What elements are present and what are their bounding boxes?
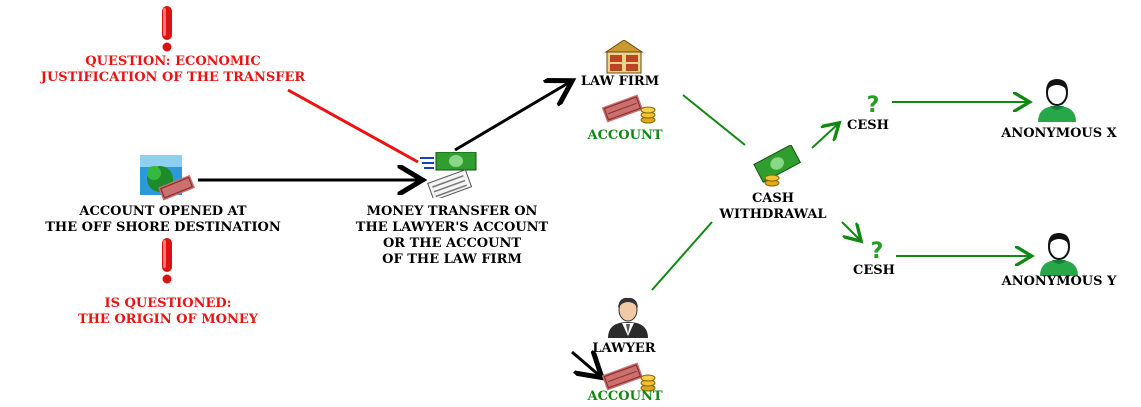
offshore-island-icon bbox=[140, 155, 195, 201]
question-economic-justification: QUESTION: ECONOMIC JUSTIFICATION OF THE … bbox=[40, 54, 306, 85]
cash-stack-icon bbox=[601, 362, 656, 392]
question-mark-icon: ? bbox=[871, 239, 884, 262]
exclamation-icon bbox=[162, 6, 172, 52]
arrow-cash-to-cesh-top bbox=[811, 124, 838, 149]
cash-withdrawal-label: CASH WITHDRAWAL bbox=[719, 191, 827, 222]
arrow-transfer-to-lawyer bbox=[571, 352, 600, 376]
question-mark-icon: ? bbox=[867, 93, 880, 116]
svg-text:?: ? bbox=[867, 93, 880, 116]
lawyer-account-label: ACCOUNT bbox=[587, 389, 663, 404]
money-transfer-label: MONEY TRANSFER ON THE LAWYER'S ACCOUNT O… bbox=[355, 204, 549, 267]
anonymous-x-label: ANONYMOUS X bbox=[1001, 126, 1117, 141]
banknote-coins-icon bbox=[753, 145, 802, 187]
arrow-cash-to-cesh-bottom bbox=[841, 221, 860, 240]
lawyer-person-icon bbox=[608, 297, 648, 338]
law-firm-account-label: ACCOUNT bbox=[587, 128, 663, 143]
lawyer-label: LAWYER bbox=[592, 341, 656, 356]
arrow-transfer-to-lawfirm bbox=[454, 82, 570, 152]
anonymous-person-icon bbox=[1040, 233, 1078, 276]
question-connector bbox=[287, 88, 419, 164]
account-opened-label: ACCOUNT OPENED AT THE OFF SHORE DESTINAT… bbox=[45, 204, 281, 235]
anonymous-y-label: ANONYMOUS Y bbox=[1001, 274, 1117, 289]
cash-stack-icon bbox=[601, 94, 656, 124]
lawyer-to-cash-connector bbox=[651, 221, 713, 291]
svg-text:?: ? bbox=[871, 239, 884, 262]
law-firm-label: LAW FIRM bbox=[580, 74, 660, 89]
anonymous-person-icon bbox=[1038, 79, 1076, 122]
origin-of-money-question: IS QUESTIONED: THE ORIGIN OF MONEY bbox=[77, 296, 259, 327]
money-transfer-icon bbox=[420, 152, 477, 198]
cesh-top-label: CESH bbox=[847, 118, 889, 133]
building-icon bbox=[604, 40, 644, 74]
cesh-bottom-label: CESH bbox=[853, 263, 895, 278]
exclamation-icon bbox=[162, 238, 172, 284]
lawfirm-to-cash-connector bbox=[682, 94, 746, 146]
